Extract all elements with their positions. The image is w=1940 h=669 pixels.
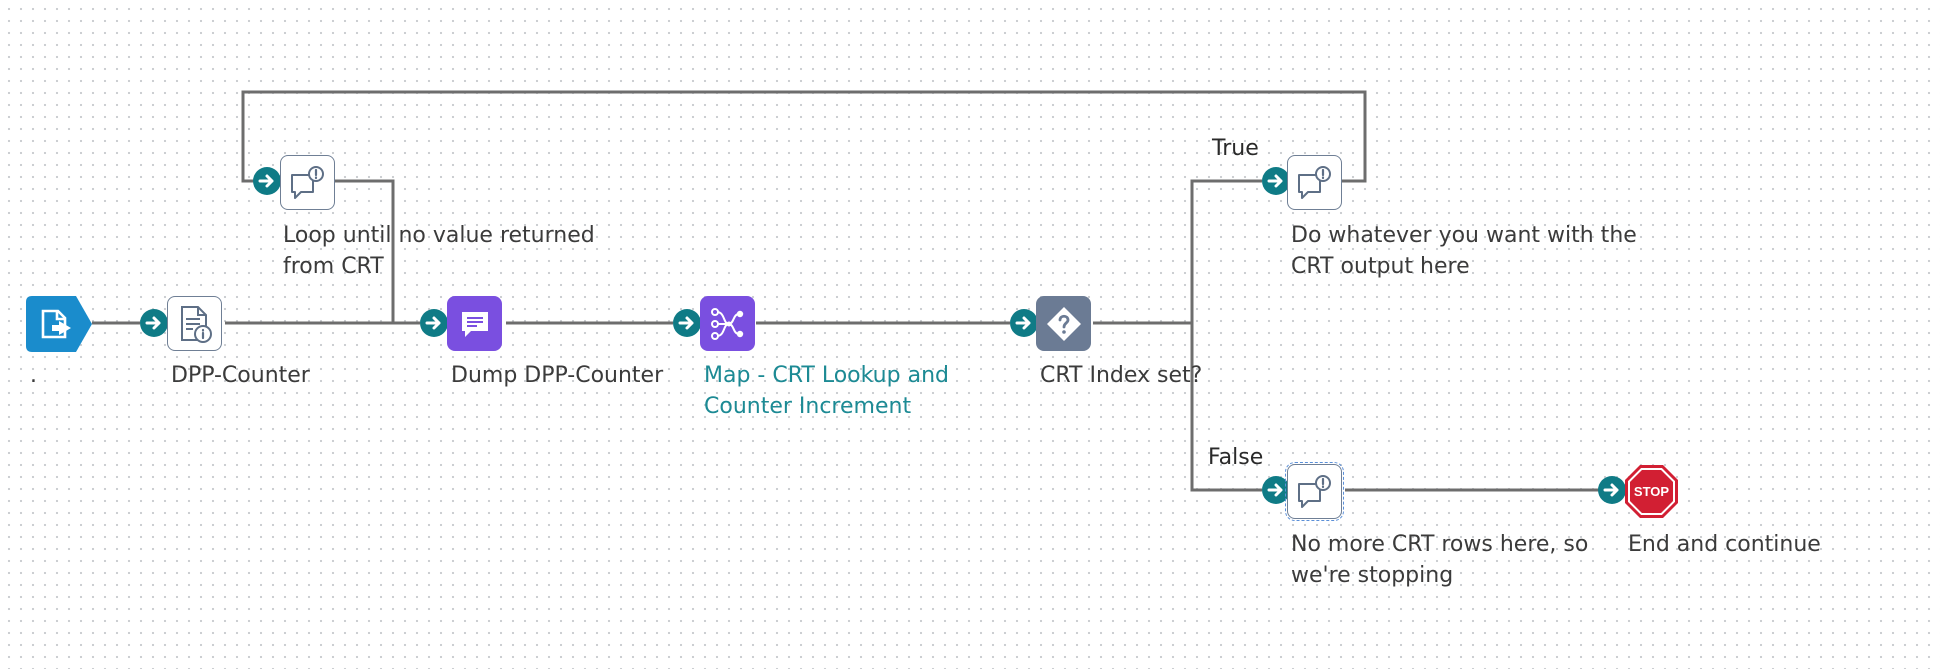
dump-dpp-counter-node[interactable] xyxy=(447,296,502,351)
true-note-label: Do whatever you want with the CRT output… xyxy=(1291,223,1637,279)
false-note-input-connector[interactable] xyxy=(1262,476,1290,504)
dpp-counter-node[interactable] xyxy=(167,296,222,351)
arrow-right-circle-icon xyxy=(1015,316,1031,330)
crt-index-decision-label: CRT Index set? xyxy=(1040,363,1203,388)
crt-index-decision-node[interactable] xyxy=(1036,296,1091,351)
end-stop-label: End and continue xyxy=(1628,532,1821,557)
arrow-right-circle-icon xyxy=(678,316,694,330)
decision-input-connector[interactable] xyxy=(1010,309,1038,337)
arrow-right-circle-icon xyxy=(1267,174,1283,188)
arrow-right-circle-icon xyxy=(1603,483,1619,497)
start-node[interactable] xyxy=(26,296,92,352)
end-stop-node[interactable]: STOP xyxy=(1624,464,1679,519)
arrow-right-circle-icon xyxy=(145,316,161,330)
stop-sign-text: STOP xyxy=(1634,484,1669,499)
stop-sign-icon: STOP xyxy=(1625,465,1678,518)
comment-alert-icon xyxy=(1297,474,1331,508)
line-branch-false xyxy=(1190,323,1262,492)
loop-note-input-connector[interactable] xyxy=(253,167,281,195)
arrow-right-circle-icon xyxy=(1267,483,1283,497)
false-note-label: No more CRT rows here, so we're stopping xyxy=(1291,532,1589,588)
map-crt-lookup-label[interactable]: Map - CRT Lookup and Counter Increment xyxy=(704,363,949,419)
line-loop-back xyxy=(241,90,1367,183)
loop-note-label: Loop until no value returned from CRT xyxy=(283,223,595,279)
line-loop-note-join xyxy=(335,179,395,323)
comment-alert-icon xyxy=(290,165,324,199)
document-info-icon xyxy=(180,305,212,343)
true-note-node[interactable] xyxy=(1287,155,1342,210)
mapping-network-icon xyxy=(710,307,743,340)
true-note-input-connector[interactable] xyxy=(1262,167,1290,195)
dpp-counter-label: DPP-Counter xyxy=(171,363,310,388)
end-input-connector[interactable] xyxy=(1598,476,1626,504)
branch-true-label: True xyxy=(1212,136,1259,161)
comment-alert-icon xyxy=(1297,165,1331,199)
line-branch-true xyxy=(1190,179,1262,323)
arrow-right-circle-icon xyxy=(258,174,274,188)
map-crt-lookup-node[interactable] xyxy=(700,296,755,351)
map-input-connector[interactable] xyxy=(673,309,701,337)
question-diamond-icon xyxy=(1046,306,1081,341)
loop-note-node[interactable] xyxy=(280,155,335,210)
false-note-node[interactable] xyxy=(1285,462,1344,521)
dpp-counter-input-connector[interactable] xyxy=(140,309,168,337)
chat-bubble-icon xyxy=(461,311,488,337)
dump-input-connector[interactable] xyxy=(420,309,448,337)
branch-false-label: False xyxy=(1208,445,1264,470)
arrow-right-circle-icon xyxy=(425,316,441,330)
dump-dpp-counter-label: Dump DPP-Counter xyxy=(451,363,664,388)
start-node-label: . xyxy=(30,363,37,388)
